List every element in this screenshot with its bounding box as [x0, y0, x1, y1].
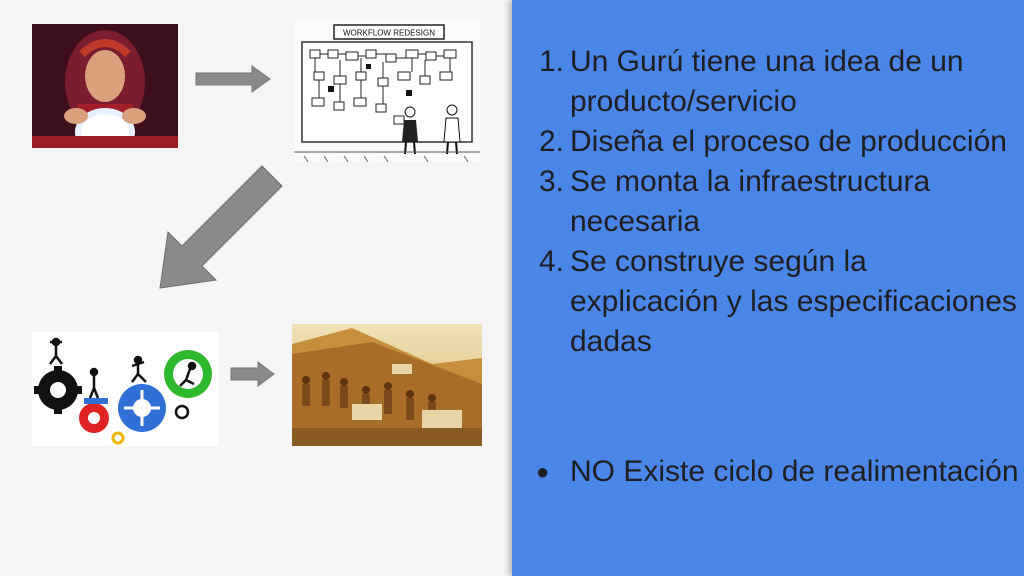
pyramid-builders-image	[292, 324, 482, 446]
step-number: 1.	[538, 45, 564, 78]
text-panel: 1. Un Gurú tiene una idea de un producto…	[512, 0, 1024, 576]
step-number: 3.	[538, 165, 564, 198]
feedback-note: ● NO Existe ciclo de realimentación	[522, 452, 1024, 492]
step-item-3: 3. Se monta la infraestructura necesaria	[522, 162, 1022, 242]
step-text: Un Gurú tiene una idea de un producto/se…	[570, 45, 964, 118]
bullet-icon: ●	[536, 459, 550, 484]
note-text: NO Existe ciclo de realimentación	[570, 455, 1019, 488]
process-steps-list: 1. Un Gurú tiene una idea de un producto…	[522, 42, 1022, 362]
workflow-redesign-image: WORKFLOW REDESIGN	[294, 20, 480, 162]
step-item-2: 2. Diseña el proceso de producción	[522, 122, 1022, 162]
step-text: Se construye según la explicación y las …	[570, 245, 1017, 358]
step-text: Se monta la infraestructura necesaria	[570, 165, 931, 238]
step-text: Diseña el proceso de producción	[570, 125, 1007, 158]
arrow-down-left-icon	[159, 165, 283, 289]
workflow-title-label: WORKFLOW REDESIGN	[343, 29, 435, 38]
arrow-right-icon	[195, 65, 271, 93]
step-number: 4.	[538, 245, 564, 278]
left-illustration-panel: WORKFLOW REDESIGN	[32, 20, 482, 446]
gears-teamwork-image	[32, 332, 218, 446]
step-item-4: 4. Se construye según la explicación y l…	[522, 242, 1022, 362]
step-number: 2.	[538, 125, 564, 158]
step-item-1: 1. Un Gurú tiene una idea de un producto…	[522, 42, 1022, 122]
guru-crystal-ball-image	[32, 24, 178, 148]
arrow-right-small-icon	[230, 361, 275, 387]
